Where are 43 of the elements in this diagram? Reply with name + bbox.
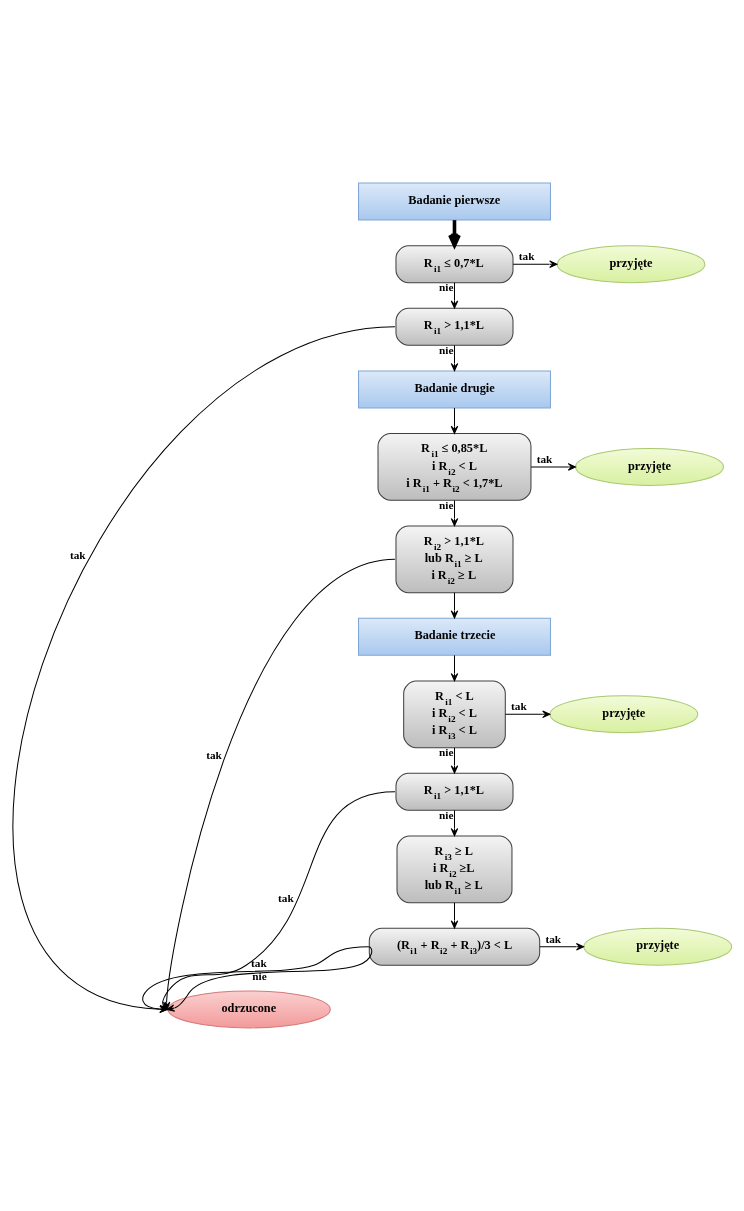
node-box: R$_{i1}$ ≤ 0,7*L [395,245,514,284]
arrow [450,344,459,372]
node-box: R$_{i1}$ > 1,1*L [395,307,514,346]
arrow [530,463,576,471]
node-box: Badanie trzecie [358,617,551,656]
node-box: R$_{i2}$ > 1,1*L lub R$_{i1}$ ≥ L i R$_{i2}$ ≥ L [395,525,514,594]
edge-label: tak [206,749,222,762]
arrow [512,260,558,268]
arrow [450,747,459,774]
arrow [450,654,459,682]
arrow [450,809,459,837]
edge-label: nie [252,970,267,983]
edge-label: nie [439,281,454,294]
arrow [450,902,459,929]
arrow [450,592,459,619]
edge-label: tak [278,892,294,905]
edge-label: tak [545,932,562,945]
edge-label: nie [439,498,454,511]
edge-label: tak [69,549,86,562]
node-box: R$_{i1}$ ≤ 0,85*L i R$_{i2}$ < L i R$_{i1}$ + R$_{i2}$ < 1,7*L [377,433,532,501]
node-box: R$_{i1}$ < L i R$_{i2}$ < L i R$_{i3}$ < L [403,680,506,749]
arrow [450,407,459,434]
edge-label: tak [518,249,535,262]
edge-label: tak [536,452,553,465]
arrow [504,710,551,719]
node-box: R$_{i1}$ > 1,1*L [395,772,514,811]
edge-label: nie [439,343,454,356]
arrow [450,282,459,309]
arrow [450,500,459,527]
node-ellipse: przyjęte [583,927,733,966]
node-ellipse: przyjęte [575,447,724,486]
edge-label: nie [439,746,454,759]
arrow [12,326,396,1014]
edge-label: nie [439,808,454,821]
node-box: (R$_{i1}$ + R$_{i2}$ + R$_{i3}$)/3 < L [368,927,541,966]
edge-label: tak [251,956,267,969]
arrow [539,943,585,951]
node-box: Badanie pierwsze [358,182,551,221]
node-box: R$_{i3}$ ≥ L i R$_{i2}$ ≥L lub R$_{i1}$ ≥ L [396,835,513,904]
node-ellipse: przyjęte [556,245,706,284]
node-ellipse: przyjęte [549,695,699,734]
node-box: Badanie drugie [358,370,551,409]
edge-label: tak [511,700,527,712]
